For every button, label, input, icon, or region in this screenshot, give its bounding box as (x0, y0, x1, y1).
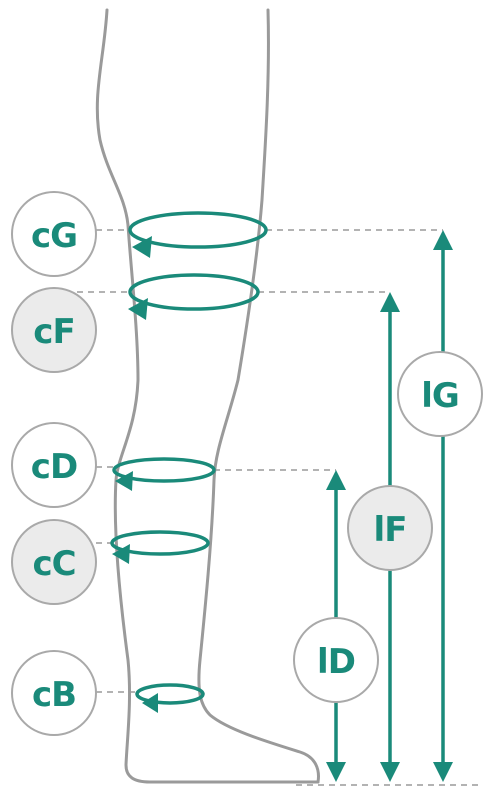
cC-ring (110, 530, 210, 564)
badge-cB: cB (11, 650, 97, 736)
badge-cF-label: cF (33, 312, 74, 352)
badge-cG: cG (11, 191, 97, 277)
leg-back-contour (95, 8, 320, 784)
badge-cD: cD (11, 422, 97, 508)
badge-cB-label: cB (32, 675, 76, 715)
badge-lD-label: lD (317, 642, 355, 682)
badge-cC-label: cC (32, 544, 75, 584)
badge-lG-label: lG (421, 376, 459, 416)
badge-lD: lD (293, 617, 379, 703)
cG-ring (128, 211, 268, 258)
badge-lF-label: lF (374, 510, 407, 550)
badge-cF: cF (11, 287, 97, 373)
badge-cG-label: cG (31, 216, 77, 256)
circumference-markers (110, 211, 268, 713)
cB-ring (135, 683, 205, 713)
cD-ring (112, 457, 216, 491)
cF-ring (128, 273, 260, 320)
badge-cC: cC (11, 519, 97, 605)
badge-lF: lF (347, 485, 433, 571)
leg-front-contour (197, 8, 320, 784)
lG-arrow (433, 230, 453, 782)
badge-lG: lG (397, 351, 483, 437)
leg-outline (95, 8, 320, 784)
badge-cD-label: cD (31, 447, 77, 487)
length-arrows (326, 230, 453, 782)
